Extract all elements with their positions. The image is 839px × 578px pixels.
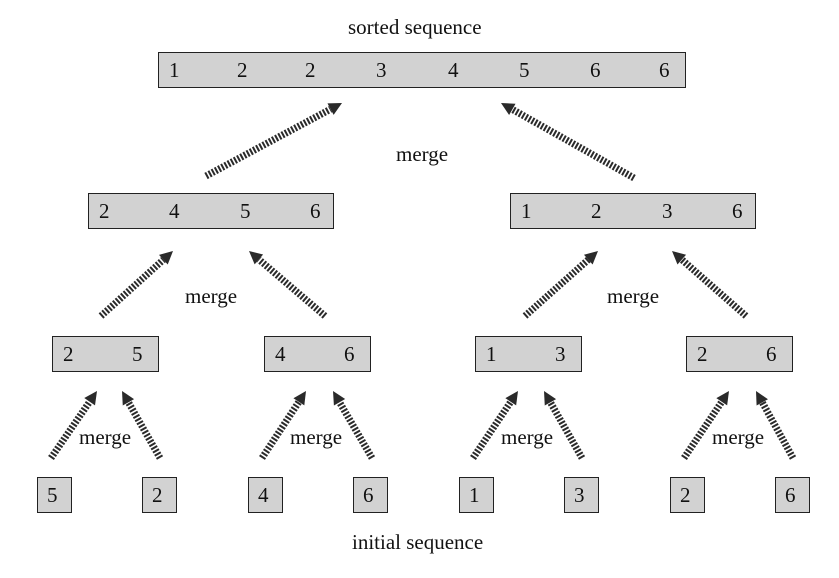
initial-element: 6	[785, 483, 796, 507]
merge-label-level2-right: merge	[607, 284, 660, 308]
sorted-element: 6	[659, 58, 670, 82]
merge-label-level1-d: merge	[712, 425, 765, 449]
run-element: 2	[591, 199, 602, 223]
initial-element-box: 3	[564, 477, 599, 513]
merge-label-level1-c: merge	[501, 425, 554, 449]
sorted-element: 1	[169, 58, 180, 82]
merge-arrow	[672, 251, 749, 319]
sorted-element: 2	[237, 58, 248, 82]
sorted-element: 2	[305, 58, 316, 82]
initial-element: 6	[363, 483, 374, 507]
sorted-element: 6	[590, 58, 601, 82]
run-element: 6	[310, 199, 321, 223]
sorted-sequence-box: 1 2 2 3 4 5 6 6	[158, 52, 686, 88]
merge-arrow	[122, 391, 164, 460]
initial-element-box: 1	[459, 477, 494, 513]
pair-element: 4	[275, 342, 286, 366]
pair-element: 2	[63, 342, 74, 366]
initial-element: 4	[258, 483, 269, 507]
sorted-sequence-label: sorted sequence	[348, 15, 482, 39]
initial-element-box: 6	[353, 477, 388, 513]
sorted-element: 5	[519, 58, 530, 82]
pair-element: 6	[344, 342, 355, 366]
initial-element: 1	[469, 483, 480, 507]
initial-element: 3	[574, 483, 585, 507]
initial-sequence-label: initial sequence	[352, 530, 484, 554]
run-element: 4	[169, 199, 180, 223]
merged-run-box-right: 1 2 3 6	[510, 193, 756, 229]
merge-arrow	[48, 391, 97, 460]
merge-arrow	[204, 103, 342, 180]
merge-label-top: merge	[396, 142, 449, 166]
merge-label-level2-left: merge	[185, 284, 238, 308]
initial-element-box: 5	[37, 477, 72, 513]
merge-arrow	[333, 391, 376, 460]
merge-arrow	[544, 391, 586, 460]
merge-arrow	[681, 391, 729, 460]
merge-arrow	[756, 391, 797, 460]
merged-run-box-left: 2 4 5 6	[88, 193, 334, 229]
merge-arrow	[470, 391, 518, 460]
pair-element: 5	[132, 342, 143, 366]
run-element: 3	[662, 199, 673, 223]
pair-box-2: 4 6	[264, 336, 371, 372]
run-element: 1	[521, 199, 532, 223]
pair-element: 1	[486, 342, 497, 366]
merge-label-level1-b: merge	[290, 425, 343, 449]
run-element: 6	[732, 199, 743, 223]
merge-arrow	[98, 251, 173, 319]
initial-element: 2	[152, 483, 163, 507]
pair-box-1: 2 5	[52, 336, 159, 372]
pair-element: 2	[697, 342, 708, 366]
pair-element: 6	[766, 342, 777, 366]
merge-arrow	[249, 251, 328, 319]
sorted-element: 3	[376, 58, 387, 82]
pair-element: 3	[555, 342, 566, 366]
run-element: 2	[99, 199, 110, 223]
merge-arrow	[522, 251, 598, 319]
initial-element: 5	[47, 483, 58, 507]
run-element: 5	[240, 199, 251, 223]
sorted-element: 4	[448, 58, 459, 82]
initial-element-box: 2	[142, 477, 177, 513]
merge-arrow	[259, 391, 306, 460]
initial-element: 2	[680, 483, 691, 507]
merge-arrow	[501, 103, 636, 182]
pair-box-4: 2 6	[686, 336, 793, 372]
merge-label-level1-a: merge	[79, 425, 132, 449]
initial-element-box: 6	[775, 477, 810, 513]
initial-element-box: 2	[670, 477, 705, 513]
pair-box-3: 1 3	[475, 336, 582, 372]
initial-element-box: 4	[248, 477, 283, 513]
